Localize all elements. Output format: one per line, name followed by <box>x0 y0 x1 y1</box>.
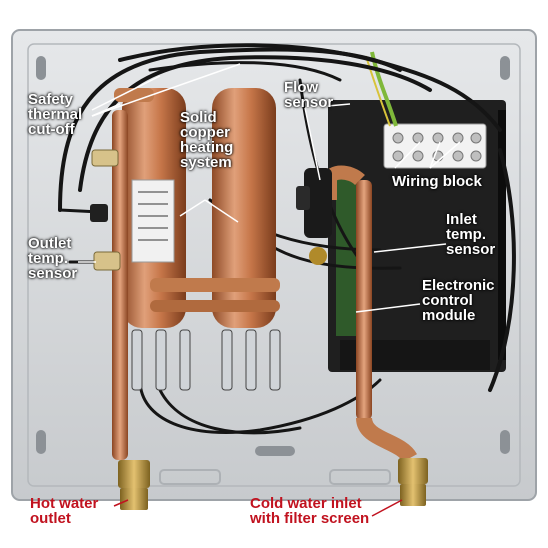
hot-water-outlet-pipe <box>112 88 154 510</box>
flow-sensor <box>296 168 332 265</box>
copper-heating-chamber-right <box>212 88 276 328</box>
mounting-slots <box>36 56 510 456</box>
panel-emboss <box>159 469 391 485</box>
wiring-block <box>365 51 487 169</box>
label-electronic-control-module: Electronic control module <box>422 277 495 324</box>
chamber-cross-pipes <box>150 278 280 312</box>
safety-cutoff-switch <box>90 149 119 222</box>
label-safety-thermal-cutoff: Safety thermal cut-off <box>28 91 83 138</box>
label-hot-water-outlet: Hot water outlet <box>30 495 99 527</box>
leader-lines <box>78 63 461 517</box>
label-solid-copper-heating-system: Solid copper heating system <box>180 109 234 171</box>
copper-heating-chamber-left <box>122 88 186 328</box>
heating-element-terminals <box>131 329 281 391</box>
label-outlet-temp-sensor: Outlet temp. sensor <box>28 235 78 282</box>
label-flow-sensor: Flow sensor <box>284 79 334 111</box>
cable-bundle <box>58 43 516 435</box>
label-inlet-temp-sensor: Inlet temp. sensor <box>446 211 496 258</box>
label-cold-water-inlet: Cold water inlet with filter screen <box>250 495 370 527</box>
label-wiring-block: Wiring block <box>392 173 482 190</box>
outlet-temp-sensor <box>93 251 121 271</box>
